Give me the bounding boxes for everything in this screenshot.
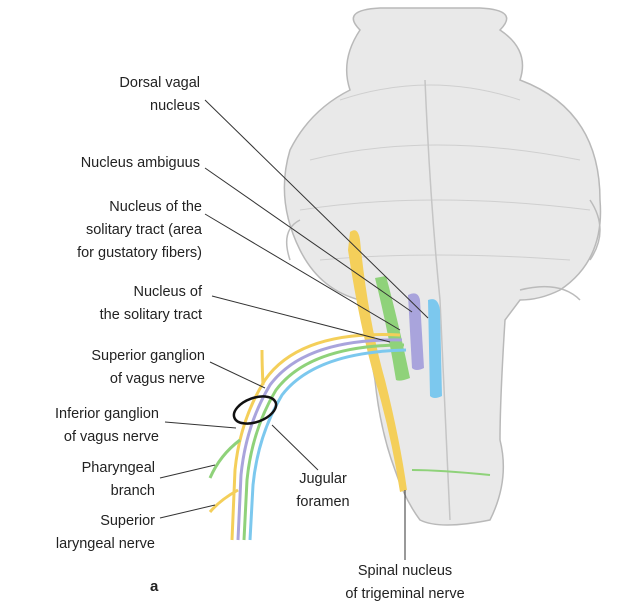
leader-lines: [159, 99, 429, 560]
label-line: of vagus nerve: [63, 429, 159, 445]
solitary-nucleus: [375, 276, 410, 381]
label-line: Pharyngeal: [81, 460, 155, 476]
brainstem: [283, 7, 602, 526]
label-inferior-ganglion: Inferior ganglion of vagus nerve: [55, 403, 159, 449]
vagus-nerve-bundle: [208, 333, 491, 541]
label-line: Nucleus ambiguus: [80, 155, 200, 171]
label-line: laryngeal nerve: [55, 536, 155, 552]
spinal-trigeminal-nucleus: [348, 230, 407, 492]
label-line: Superior ganglion: [91, 348, 205, 364]
label-line: for gustatory fibers): [77, 245, 202, 261]
label-line: Nucleus of the: [109, 199, 202, 215]
label-pharyngeal-branch: Pharyngeal branch: [82, 457, 155, 503]
label-line: of trigeminal nerve: [345, 586, 465, 602]
jugular-foramen-ring: [232, 395, 278, 425]
label-jugular-foramen: Jugular foramen: [288, 468, 358, 514]
label-line: Spinal nucleus: [357, 563, 453, 579]
label-line: the solitary tract: [99, 307, 202, 323]
label-superior-ganglion: Superior ganglion of vagus nerve: [91, 345, 205, 391]
label-line: Superior: [100, 513, 155, 529]
label-line: branch: [110, 483, 155, 499]
label-line: foramen: [296, 494, 350, 510]
label-line: Nucleus of: [133, 284, 202, 300]
label-superior-laryngeal-nerve: Superior laryngeal nerve: [56, 510, 155, 556]
label-nucleus-ambiguus: Nucleus ambiguus: [81, 152, 200, 175]
label-line: solitary tract (area: [85, 222, 202, 238]
label-line: Jugular: [299, 471, 347, 487]
dorsal-vagal-nucleus: [408, 293, 424, 370]
label-line: of vagus nerve: [109, 371, 205, 387]
label-line: Inferior ganglion: [55, 406, 159, 422]
label-line: Dorsal vagal: [119, 75, 200, 91]
figure-letter: a: [150, 578, 159, 595]
label-line: nucleus: [150, 98, 200, 114]
label-solitary-nucleus: Nucleus of the solitary tract: [100, 281, 202, 327]
label-spinal-trigeminal-nucleus: Spinal nucleus of trigeminal nerve: [330, 560, 480, 606]
label-solitary-gustatory: Nucleus of the solitary tract (area for gu…: [77, 196, 202, 265]
label-dorsal-vagal-nucleus: Dorsal vagal nucleus: [119, 72, 200, 118]
nucleus-ambiguus-blue: [428, 299, 442, 398]
